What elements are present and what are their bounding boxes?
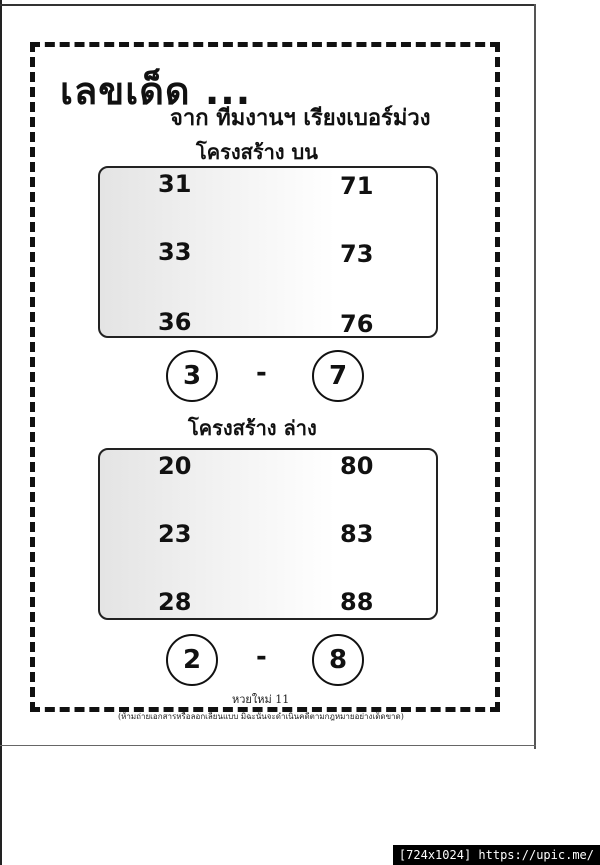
footer-title: หวยใหม่ 11 — [232, 693, 290, 706]
number-cell: 88 — [340, 588, 374, 616]
number-box-bottom: 20 80 23 83 28 88 — [98, 448, 438, 620]
number-cell: 33 — [158, 238, 192, 266]
number-cell: 71 — [340, 172, 374, 200]
page-edge-right — [534, 4, 536, 749]
digit-circle-right: 8 — [312, 634, 364, 686]
page-edge-top — [0, 4, 536, 6]
number-cell: 20 — [158, 452, 192, 480]
page-title: เลขเด็ด ... — [60, 69, 252, 113]
digit-separator: - — [256, 358, 267, 388]
number-cell: 76 — [340, 310, 374, 338]
number-cell: 23 — [158, 520, 192, 548]
dashed-frame — [30, 42, 500, 712]
section-title-top: โครงสร้าง บน — [196, 140, 318, 164]
page-edge-left — [0, 0, 2, 865]
number-cell: 80 — [340, 452, 374, 480]
page-subtitle: จาก ทีมงานฯ เรียงเบอร์ม่วง — [170, 106, 431, 131]
digit-circle-left: 2 — [166, 634, 218, 686]
number-cell: 73 — [340, 240, 374, 268]
number-cell: 36 — [158, 308, 192, 336]
footer-note: (ห้ามถ่ายเอกสารหรือลอกเลียนแบบ มิฉะนั้นจ… — [118, 712, 404, 721]
number-cell: 83 — [340, 520, 374, 548]
watermark: [724x1024] https://upic.me/ — [392, 845, 600, 865]
number-box-top: 31 71 33 73 36 76 — [98, 166, 438, 338]
digit-circle-left: 3 — [166, 350, 218, 402]
section-title-bottom: โครงสร้าง ล่าง — [188, 416, 317, 440]
number-cell: 28 — [158, 588, 192, 616]
number-cell: 31 — [158, 170, 192, 198]
digit-circle-right: 7 — [312, 350, 364, 402]
page-edge-bottom — [0, 745, 536, 746]
digit-separator: - — [256, 642, 267, 672]
